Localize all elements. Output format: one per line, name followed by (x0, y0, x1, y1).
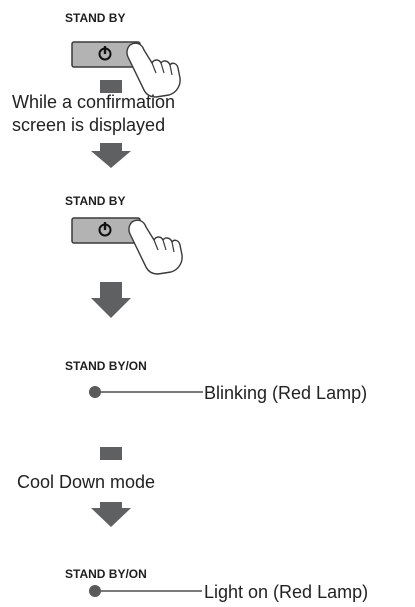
down-arrow-icon (91, 447, 131, 527)
step3-label: STAND BY/ON (65, 359, 147, 373)
note2-cool-down: Cool Down mode (17, 472, 155, 492)
step4-status: Light on (Red Lamp) (204, 582, 368, 602)
power-icon (98, 46, 112, 61)
pointing-hand-icon (128, 219, 183, 275)
step4-label: STAND BY/ON (65, 567, 147, 581)
step3-status: Blinking (Red Lamp) (204, 383, 367, 403)
power-icon (98, 222, 112, 237)
down-arrow-icon (91, 80, 131, 168)
note1-line1: While a confirmation (12, 92, 175, 112)
step1-label: STAND BY (65, 11, 125, 25)
note1-line2: screen is displayed (12, 115, 165, 135)
lamp-dot-icon (89, 585, 101, 597)
step2-label: STAND BY (65, 194, 125, 208)
lamp-dot-icon (89, 386, 101, 398)
down-arrow-icon (91, 282, 131, 318)
pointing-hand-icon (126, 42, 181, 98)
